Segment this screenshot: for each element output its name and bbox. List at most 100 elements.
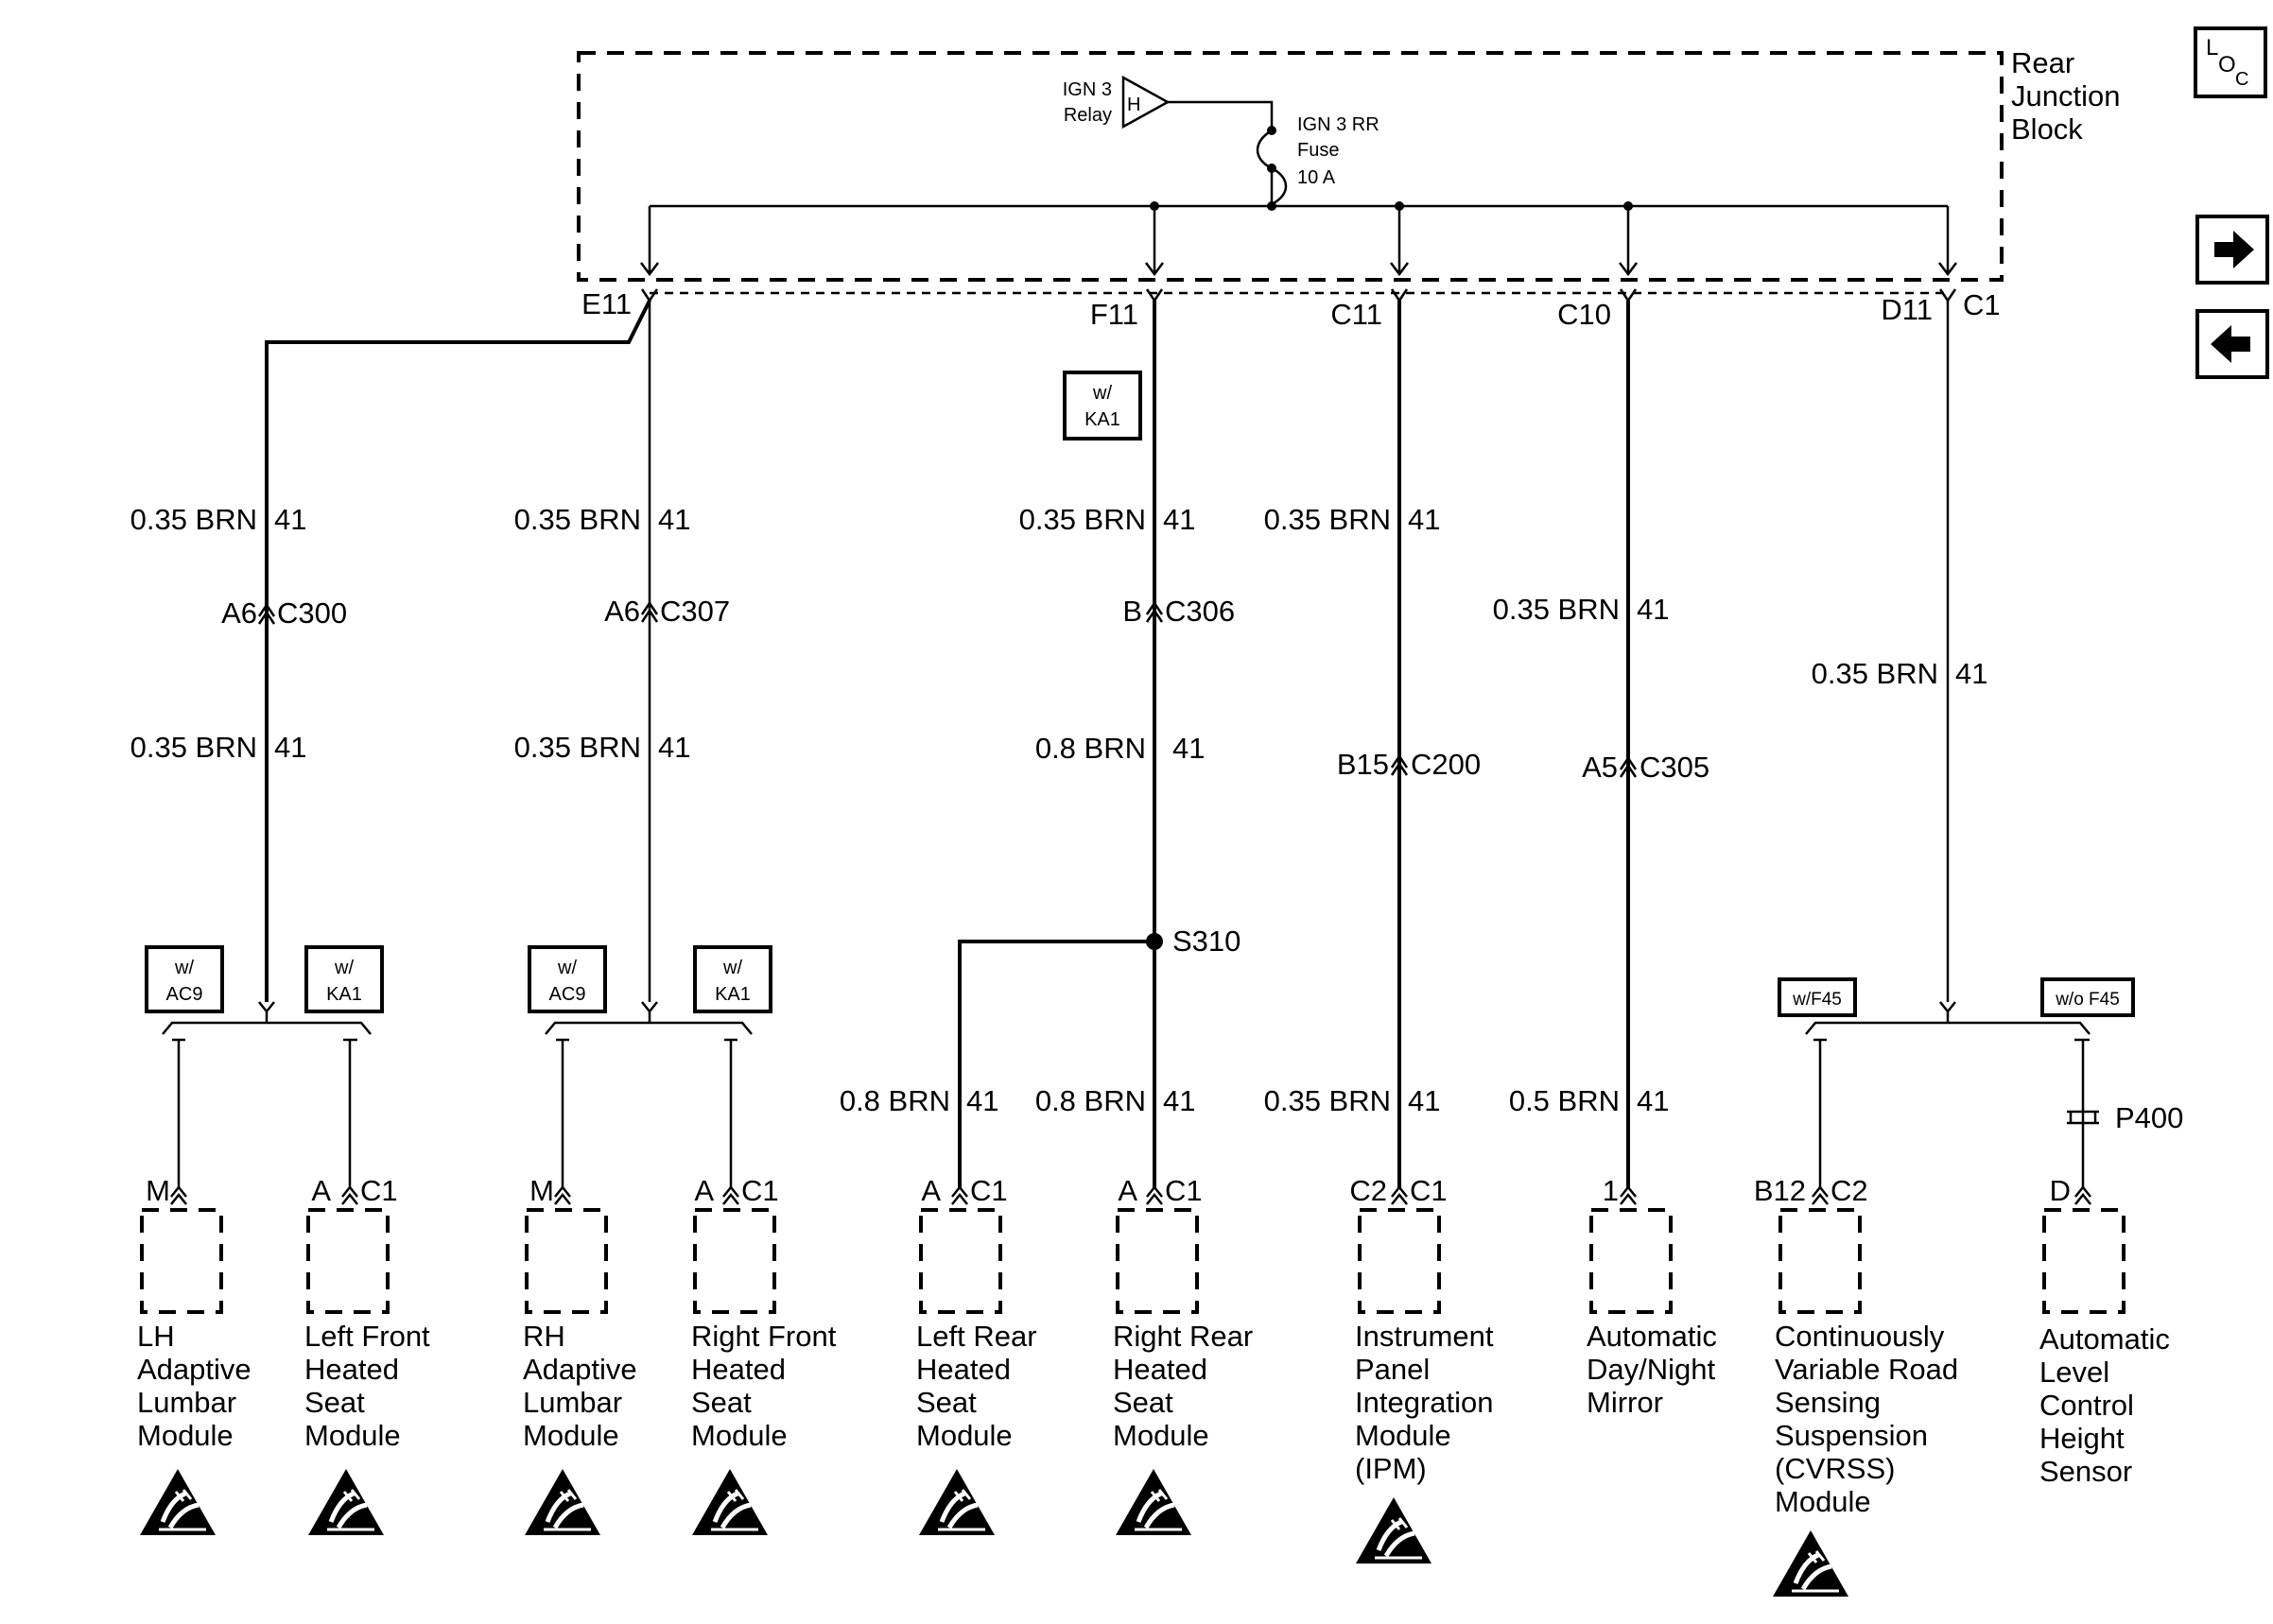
ign3-relay: IGN 3 Relay H	[1063, 75, 1274, 130]
svg-text:Sensor: Sensor	[2039, 1455, 2132, 1488]
svg-text:Lumbar: Lumbar	[523, 1386, 622, 1419]
w3-bot-ckt: 41	[1172, 732, 1205, 765]
svg-text:(IPM): (IPM)	[1355, 1452, 1427, 1485]
wire-e11-branch-left	[265, 300, 651, 1002]
svg-text:Module: Module	[523, 1419, 619, 1452]
internal-bus	[639, 201, 1958, 276]
c300-symbol	[257, 602, 276, 625]
svg-text:Level: Level	[2039, 1356, 2109, 1389]
svg-text:M: M	[529, 1174, 554, 1207]
svg-text:D: D	[2050, 1174, 2071, 1207]
svg-text:C2: C2	[1831, 1174, 1868, 1207]
relay-label-2: Relay	[1064, 105, 1112, 126]
branch-col6	[1805, 1001, 2091, 1189]
svg-text:w/: w/	[174, 958, 194, 978]
svg-text:Mirror: Mirror	[1587, 1386, 1663, 1419]
w3-bot-label: 0.8 BRN	[1035, 732, 1146, 765]
svg-text:Instrument: Instrument	[1355, 1320, 1494, 1353]
c307-pin: A6	[604, 595, 640, 628]
svg-text:Control: Control	[2039, 1389, 2134, 1422]
terminal-c11: C11	[1330, 298, 1382, 331]
svg-text:C1: C1	[970, 1174, 1008, 1207]
module-box-ipm	[1358, 1208, 1441, 1314]
svg-text:Continuously: Continuously	[1775, 1320, 1945, 1353]
module-rf-seat: Right Front Heated Seat Module	[691, 1320, 837, 1535]
svg-text:KA1: KA1	[715, 984, 751, 1005]
svg-text:M: M	[146, 1174, 170, 1207]
esd-warning-icon	[140, 1469, 216, 1535]
module-box-cvrss	[1778, 1208, 1862, 1314]
junction-block-title: Rear Junction Block	[2011, 46, 2120, 146]
terminal-e11: E11	[581, 287, 632, 320]
c306-pin: B	[1122, 595, 1142, 628]
c300-pin: A6	[221, 596, 257, 630]
module-lh-lumbar: LH Adaptive Lumbar Module	[137, 1320, 252, 1535]
svg-text:w/F45: w/F45	[1792, 990, 1842, 1010]
option-ac9-right: w/ AC9	[528, 945, 607, 1013]
branch-col2	[545, 1001, 753, 1189]
w5-bot-label: 0.5 BRN	[1509, 1084, 1620, 1117]
svg-text:Right Rear: Right Rear	[1113, 1320, 1253, 1353]
w4-top-label: 0.35 BRN	[1264, 503, 1391, 536]
w2-bot-label: 0.35 BRN	[514, 731, 641, 764]
svg-text:Seat: Seat	[304, 1386, 365, 1419]
w1-top-label: 0.35 BRN	[130, 503, 257, 536]
svg-text:B12: B12	[1754, 1174, 1806, 1207]
module-ipm: Instrument Panel Integration Module (IPM…	[1355, 1320, 1494, 1564]
svg-text:Automatic: Automatic	[2039, 1322, 2170, 1356]
svg-text:w/: w/	[557, 958, 577, 978]
w6-top-label: 0.35 BRN	[1812, 657, 1938, 690]
p400-inline: P400	[2067, 1101, 2183, 1134]
svg-text:Integration: Integration	[1355, 1386, 1494, 1419]
svg-text:Heated: Heated	[916, 1353, 1011, 1386]
svg-text:A: A	[694, 1174, 714, 1207]
w1-bot-label: 0.35 BRN	[130, 731, 257, 764]
loc-c: C	[2235, 69, 2248, 90]
w2-bot-ckt: 41	[658, 731, 690, 764]
next-page-button[interactable]	[2195, 215, 2269, 285]
module-box-rf-seat	[693, 1208, 776, 1314]
svg-text:Adaptive: Adaptive	[137, 1353, 252, 1386]
svg-text:LH: LH	[137, 1320, 175, 1353]
svg-text:A: A	[311, 1174, 331, 1207]
wire-s310-branch	[958, 940, 1154, 1189]
svg-text:Automatic: Automatic	[1587, 1320, 1717, 1353]
w3b-ckt: 41	[1163, 1084, 1195, 1117]
module-box-rh-lumbar	[525, 1208, 608, 1314]
loc-l: L	[2206, 35, 2218, 60]
esd-warning-icon	[525, 1469, 600, 1535]
w4-bot-label: 0.35 BRN	[1264, 1084, 1391, 1117]
w1-top-ckt: 41	[274, 503, 306, 536]
svg-text:Sensing: Sensing	[1775, 1386, 1881, 1419]
c305-label: C305	[1640, 751, 1709, 784]
svg-text:Heated: Heated	[691, 1353, 786, 1386]
svg-text:(CVRSS): (CVRSS)	[1775, 1452, 1895, 1485]
c200-pin: B15	[1337, 748, 1389, 781]
svg-text:Module: Module	[1775, 1485, 1871, 1518]
module-box-mirror	[1589, 1208, 1673, 1314]
svg-text:Module: Module	[691, 1419, 788, 1452]
relay-symbol: H	[1127, 95, 1140, 115]
module-box-lf-seat	[306, 1208, 390, 1314]
svg-text:Lumbar: Lumbar	[137, 1386, 236, 1419]
w4-top-ckt: 41	[1408, 503, 1440, 536]
module-cvrss: Continuously Variable Road Sensing Suspe…	[1773, 1320, 1958, 1597]
svg-text:C1: C1	[1165, 1174, 1203, 1207]
junction-block-outline	[577, 51, 2004, 282]
c307-label: C307	[660, 595, 730, 628]
svg-text:Day/Night: Day/Night	[1587, 1353, 1715, 1386]
location-button[interactable]: L O C	[2194, 26, 2267, 98]
svg-text:C1: C1	[741, 1174, 779, 1207]
splice-label: S310	[1172, 924, 1241, 958]
terminal-c10: C10	[1557, 298, 1611, 331]
p400-label: P400	[2115, 1101, 2183, 1134]
svg-text:Left Rear: Left Rear	[916, 1320, 1037, 1353]
svg-text:Variable Road: Variable Road	[1775, 1353, 1958, 1386]
svg-text:A: A	[921, 1174, 941, 1207]
previous-page-button[interactable]	[2195, 309, 2269, 379]
branch-col1	[162, 1001, 372, 1189]
module-box-lh-lumbar	[140, 1208, 223, 1314]
fuse-label-1: IGN 3 RR	[1297, 114, 1379, 135]
svg-text:Adaptive: Adaptive	[523, 1353, 637, 1386]
esd-warning-icon	[919, 1469, 995, 1535]
